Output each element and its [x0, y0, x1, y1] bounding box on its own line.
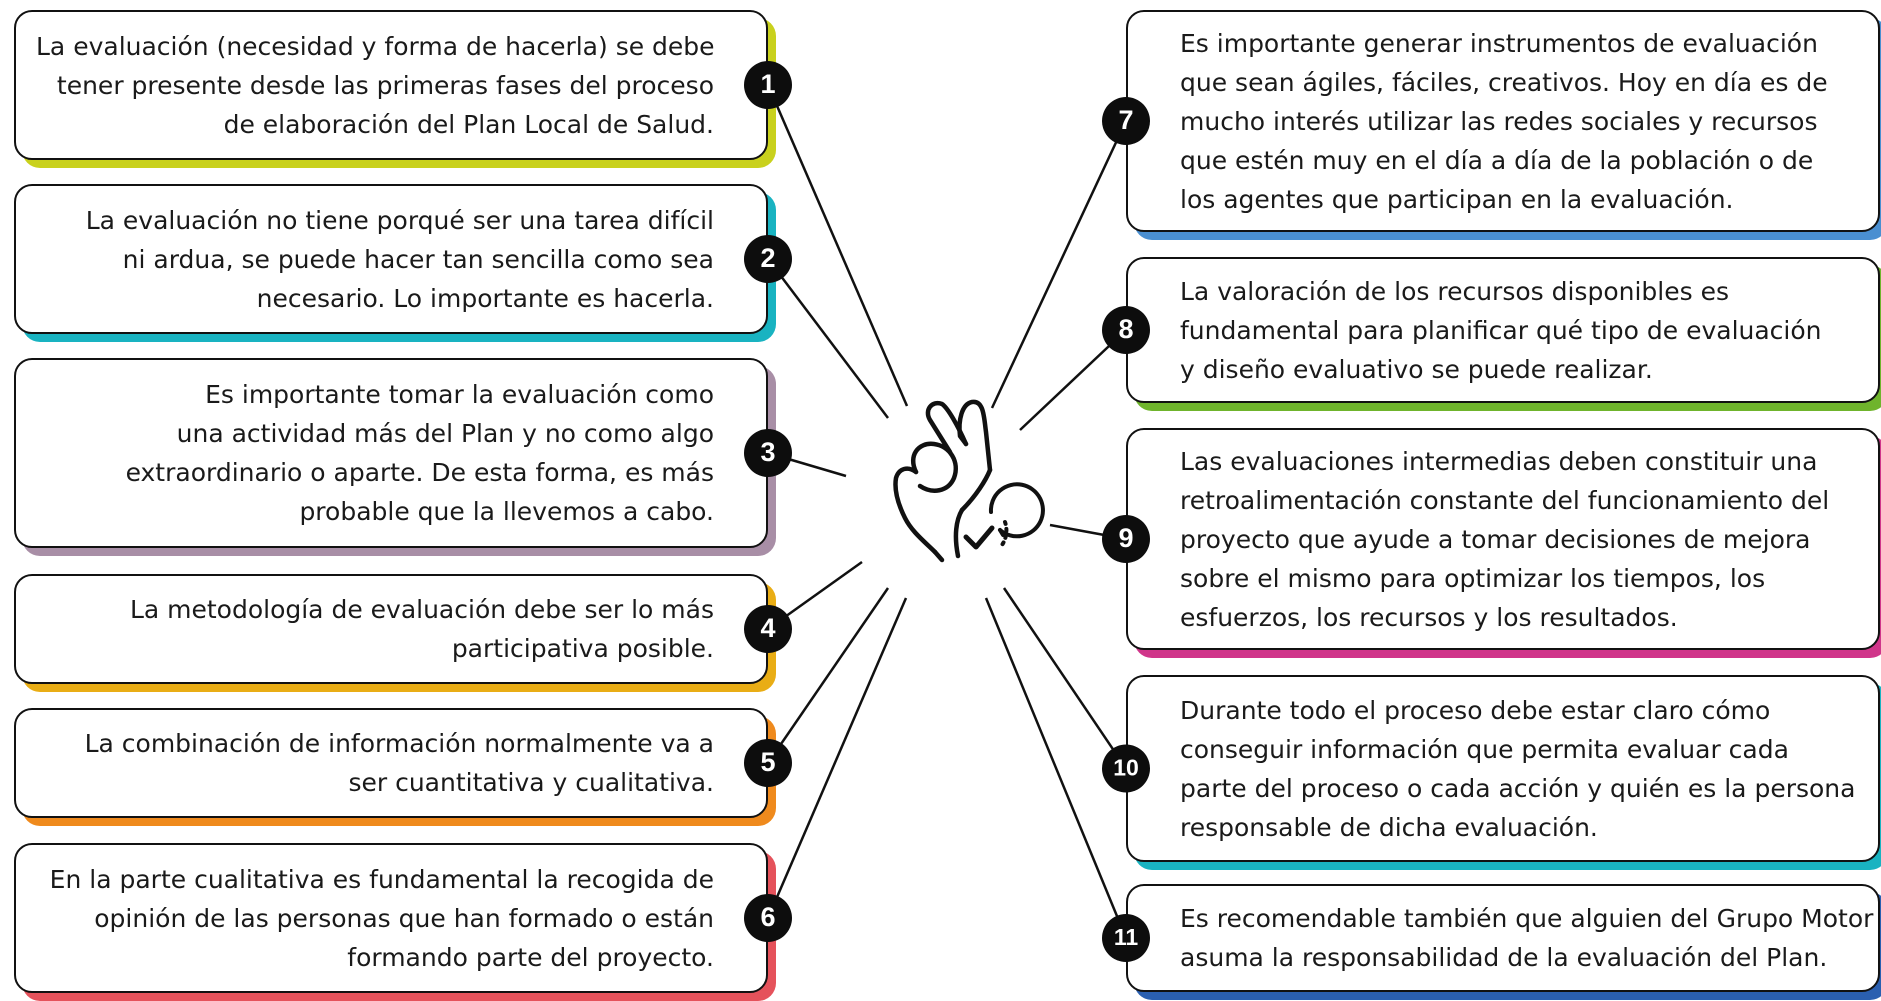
tip-card-1: La evaluación (necesidad y forma de hace…	[14, 10, 768, 160]
tip-text-line: La metodología de evaluación debe ser lo…	[129, 595, 714, 624]
tip-text-line: tener presente desde las primeras fases …	[56, 70, 714, 100]
tip-text-line: ser cuantitativa y cualitativa.	[348, 768, 714, 797]
number-badge-1	[744, 61, 792, 109]
tip-text-line: formando parte del proyecto.	[347, 942, 714, 972]
number-badge-label: 4	[760, 613, 775, 643]
tip-card-6: En la parte cualitativa es fundamental l…	[14, 843, 768, 993]
tip-card-2: La evaluación no tiene porqué ser una ta…	[14, 184, 768, 334]
number-badge-label: 9	[1118, 523, 1133, 553]
number-badge-label: 7	[1118, 105, 1133, 135]
number-badge-8	[1102, 306, 1150, 354]
number-badge-label: 1	[760, 69, 775, 99]
tip-card-11: Es recomendable también que alguien del …	[1126, 884, 1880, 992]
tip-card-7: Es importante generar instrumentos de ev…	[1126, 10, 1880, 232]
number-badge-label: 3	[760, 437, 775, 467]
connector-line-1	[766, 84, 909, 407]
tip-card-10: Durante todo el proceso debe estar claro…	[1126, 675, 1880, 862]
tip-text-line: En la parte cualitativa es fundamental l…	[49, 864, 714, 894]
tip-text-line: retroalimentación constante del funciona…	[1180, 485, 1830, 515]
tip-text-line: mucho interés utilizar las redes sociale…	[1180, 106, 1818, 136]
tip-text-line: La combinación de información normalment…	[84, 729, 714, 758]
tip-card-8: La valoración de los recursos disponible…	[1126, 257, 1880, 403]
number-badges: 1 2 3 4 5 6 7 8 9 10 11	[744, 61, 1150, 962]
number-badge-label: 6	[760, 902, 775, 932]
tip-text-line: que estén muy en el día a día de la pobl…	[1180, 145, 1814, 175]
tip-text-line: La valoración de los recursos disponible…	[1180, 276, 1729, 306]
tip-text-line: que sean ágiles, fáciles, creativos. Hoy…	[1180, 67, 1828, 97]
connector-lines	[766, 84, 1128, 939]
tip-text-line: fundamental para planificar qué tipo de …	[1180, 315, 1822, 345]
tip-text-line: parte del proceso o cada acción y quién …	[1180, 773, 1856, 803]
tip-text-line: opinión de las personas que han formado …	[94, 903, 714, 933]
tip-text-line: proyecto que ayude a tomar decisiones de…	[1180, 524, 1811, 554]
tip-card-5: La combinación de información normalment…	[14, 708, 768, 818]
tip-text-line: Es importante tomar la evaluación como	[205, 380, 714, 409]
tip-text-line: Es recomendable también que alguien del …	[1180, 904, 1874, 933]
tip-card-4: La metodología de evaluación debe ser lo…	[14, 574, 768, 684]
tip-text-line: Las evaluaciones intermedias deben const…	[1180, 446, 1818, 476]
tip-text-line: responsable de dicha evaluación.	[1180, 812, 1598, 842]
number-badge-label: 5	[760, 747, 775, 777]
tip-text-line: conseguir información que permita evalua…	[1180, 734, 1789, 764]
tip-text-line: Durante todo el proceso debe estar claro…	[1180, 695, 1771, 725]
number-badge-10	[1102, 744, 1150, 793]
tip-text-line: Es importante generar instrumentos de ev…	[1180, 28, 1818, 58]
connector-line-7	[990, 120, 1128, 409]
tip-text-line: extraordinario o aparte. De esta forma, …	[125, 458, 714, 487]
tip-text-line: los agentes que participan en la evaluac…	[1180, 184, 1734, 214]
number-badge-label: 8	[1118, 314, 1133, 344]
number-badge-label: 2	[760, 243, 775, 273]
connector-line-8	[1019, 329, 1127, 431]
connector-line-5	[766, 587, 890, 764]
tip-text-line: participativa posible.	[451, 634, 714, 663]
number-badge-11	[1102, 914, 1150, 962]
tip-text-line: probable que la llevemos a cabo.	[299, 497, 714, 526]
tip-text-line: de elaboración del Plan Local de Salud.	[223, 109, 714, 139]
number-badge-4	[744, 605, 792, 653]
tip-text-line: sobre el mismo para optimizar los tiempo…	[1180, 563, 1766, 593]
tip-text-line: una actividad más del Plan y no como alg…	[176, 419, 714, 448]
tip-card-3: Es importante tomar la evaluación como un…	[14, 358, 768, 548]
tip-text-line: necesario. Lo importante es hacerla.	[256, 283, 714, 313]
connector-line-11	[984, 597, 1128, 939]
number-badge-5	[744, 739, 792, 787]
number-badge-3	[744, 429, 792, 477]
ok-hand-checkmark-icon	[893, 399, 1045, 563]
number-badge-label: 10	[1113, 755, 1139, 781]
connector-line-6	[766, 597, 908, 919]
number-badge-7	[1102, 97, 1150, 145]
tip-text-line: esfuerzos, los recursos y los resultados…	[1180, 602, 1678, 632]
connector-line-10	[1002, 587, 1128, 770]
tip-card-9: Las evaluaciones intermedias deben const…	[1126, 428, 1880, 650]
number-badge-6	[744, 894, 792, 942]
tip-text-line: La evaluación no tiene porqué ser una ta…	[85, 205, 714, 235]
tip-text-line: La evaluación (necesidad y forma de hace…	[36, 31, 715, 61]
number-badge-9	[1102, 515, 1150, 563]
tip-text-line: asuma la responsabilidad de la evaluació…	[1180, 943, 1828, 972]
tip-text-line: y diseño evaluativo se puede realizar.	[1180, 354, 1653, 384]
connector-line-2	[767, 258, 889, 419]
tip-text-line: ni ardua, se puede hacer tan sencilla co…	[122, 244, 714, 274]
number-badge-2	[744, 235, 792, 283]
number-badge-label: 11	[1114, 924, 1139, 950]
